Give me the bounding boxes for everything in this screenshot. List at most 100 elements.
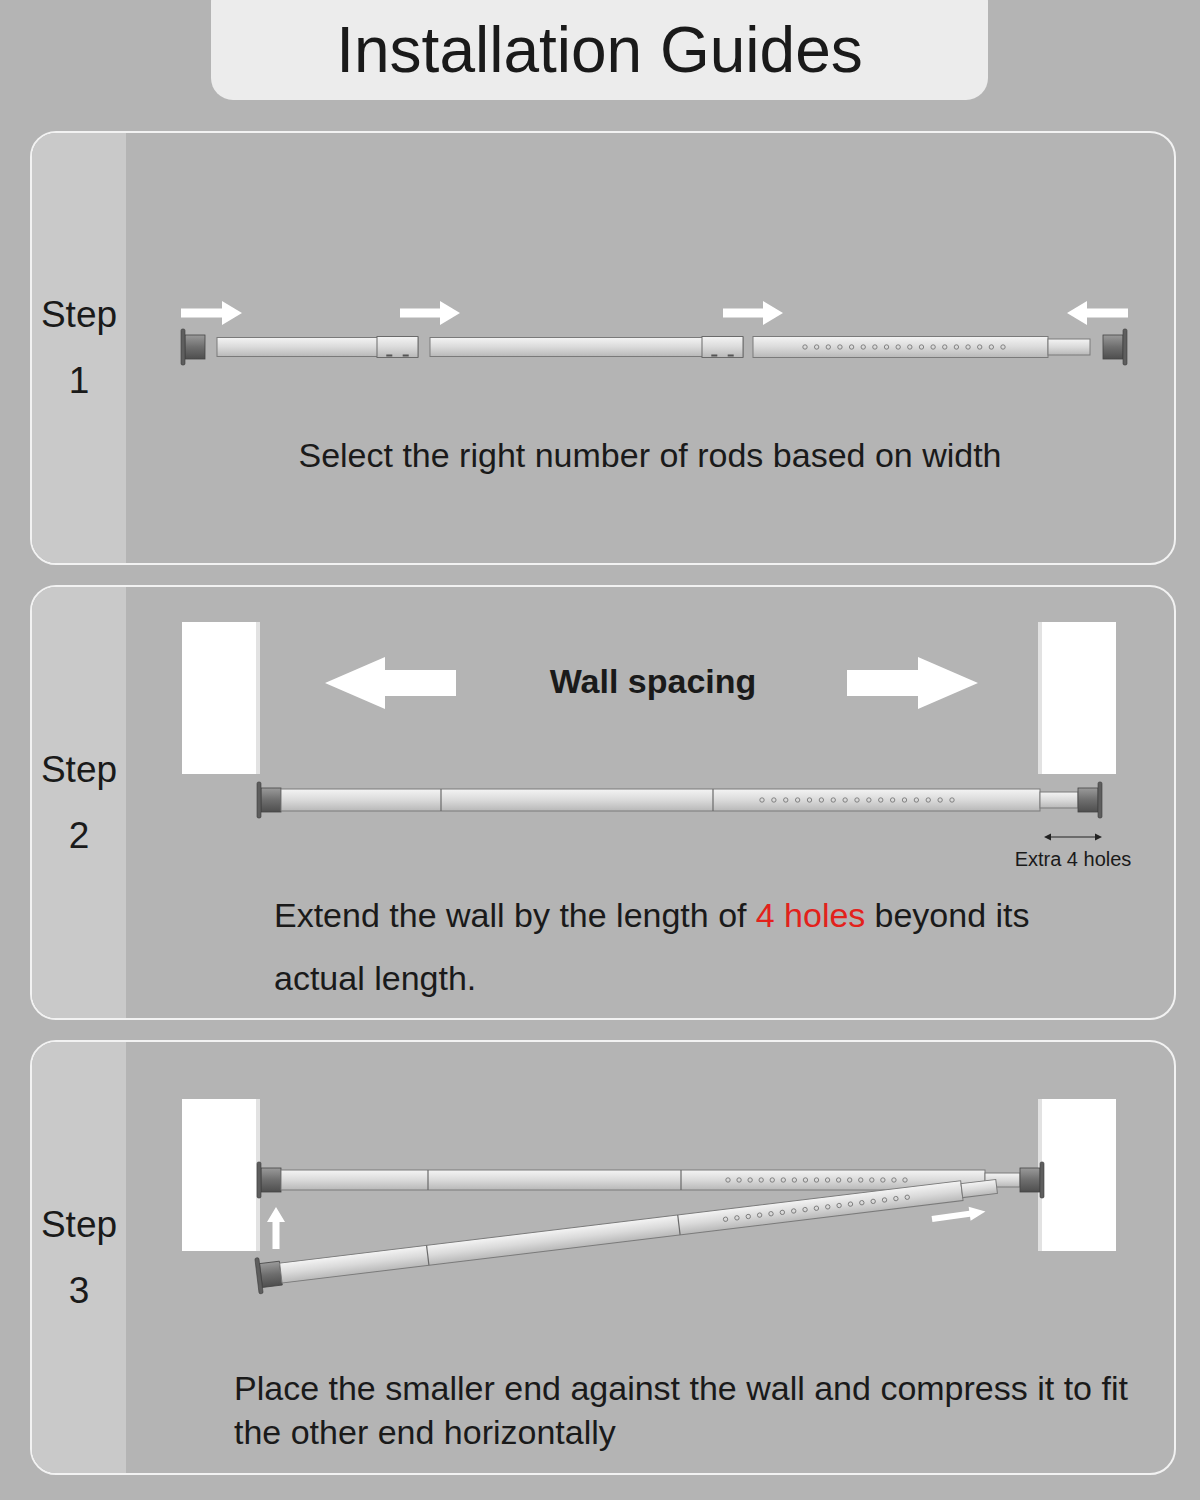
adjust-hole	[892, 1178, 896, 1182]
adjust-hole	[989, 345, 993, 349]
adjust-hole	[908, 345, 912, 349]
end-cap-plate	[1098, 782, 1102, 818]
rod-tube	[217, 338, 418, 357]
adjust-hole	[734, 1215, 739, 1220]
rod-joint	[427, 1170, 428, 1190]
sleeve-mark	[403, 355, 409, 357]
adjust-hole	[926, 798, 930, 802]
adjust-hole	[803, 1207, 808, 1212]
wall	[1038, 622, 1116, 774]
adjust-hole	[859, 1178, 863, 1182]
tilted-rod	[255, 1169, 999, 1294]
adjust-hole	[723, 1217, 728, 1222]
instruction-text: Extend the wall by the length of	[274, 896, 747, 934]
step-number: Step 3	[34, 1192, 124, 1324]
adjust-hole	[966, 345, 970, 349]
rod-joint	[678, 1215, 680, 1235]
wall	[182, 1099, 260, 1251]
step-panel: Step 3 Place the smaller end against the …	[30, 1040, 1176, 1475]
adjust-hole	[825, 1204, 830, 1209]
adjust-hole	[896, 345, 900, 349]
instruction-text: Select the right number of rods based on…	[298, 436, 1001, 474]
rod-tube	[1040, 792, 1078, 808]
adjust-hole	[836, 1178, 840, 1182]
push-arrow	[931, 1205, 986, 1226]
step-instruction: Place the smaller end against the wall a…	[234, 1366, 1134, 1454]
step-strip: Step 1	[32, 133, 126, 563]
step-strip: Step 3	[32, 1042, 126, 1473]
adjust-hole	[781, 1178, 785, 1182]
instruction-text: Place the smaller end against the wall a…	[234, 1369, 1128, 1451]
dimension-label: Extra 4 holes	[1015, 848, 1132, 871]
adjust-hole	[769, 1211, 774, 1216]
step-instruction: Select the right number of rods based on…	[126, 433, 1174, 477]
end-cap	[260, 1261, 283, 1287]
adjust-hole	[848, 1202, 853, 1207]
adjust-hole	[780, 1210, 785, 1215]
adjust-hole	[784, 798, 788, 802]
direction-arrow	[400, 301, 460, 325]
end-cap-plate	[181, 329, 185, 365]
end-cap-plate	[255, 1258, 263, 1294]
adjust-hole	[870, 1178, 874, 1182]
adjust-hole	[893, 1196, 898, 1201]
end-cap	[1020, 1168, 1040, 1192]
adjust-hole	[838, 345, 842, 349]
rod-joint	[712, 789, 713, 811]
adjust-hole	[882, 1198, 887, 1203]
direction-arrow	[723, 301, 783, 325]
sleeve-mark	[728, 355, 734, 357]
adjust-hole	[861, 345, 865, 349]
step-strip: Step 2	[32, 587, 126, 1018]
adjust-hole	[873, 345, 877, 349]
adjust-hole	[772, 798, 776, 802]
rod-sleeve	[377, 337, 418, 358]
rod-joint	[427, 1245, 429, 1265]
adjust-hole	[849, 345, 853, 349]
adjust-hole	[931, 345, 935, 349]
end-cap-plate	[257, 1162, 261, 1198]
adjust-hole	[943, 345, 947, 349]
adjust-hole	[826, 345, 830, 349]
adjust-hole	[791, 1209, 796, 1214]
adjust-hole	[879, 798, 883, 802]
rod-sleeve	[702, 337, 743, 358]
rod-tube	[281, 789, 1040, 811]
wall	[1038, 1099, 1116, 1251]
extension-dimension	[1044, 834, 1102, 841]
adjust-hole	[814, 345, 818, 349]
adjust-hole	[792, 1178, 796, 1182]
end-cap	[261, 1168, 281, 1192]
adjust-hole	[831, 798, 835, 802]
adjust-hole	[847, 1178, 851, 1182]
end-cap-plate	[257, 782, 261, 818]
rod-tube	[280, 1181, 963, 1283]
step-number: Step 2	[34, 737, 124, 869]
end-cap-plate	[1123, 329, 1127, 365]
adjust-hole	[914, 798, 918, 802]
rod-tube	[1048, 339, 1090, 355]
adjust-hole	[903, 1178, 907, 1182]
adjust-hole	[770, 1178, 774, 1182]
adjust-hole	[759, 1178, 763, 1182]
adjust-hole	[737, 1178, 741, 1182]
adjust-hole	[803, 345, 807, 349]
wall-edge	[256, 622, 260, 774]
adjust-hole	[814, 1178, 818, 1182]
wall	[182, 622, 260, 774]
end-cap	[1103, 335, 1123, 359]
wall-edge	[256, 1099, 260, 1251]
adjust-hole	[902, 798, 906, 802]
adjust-hole	[890, 798, 894, 802]
title: Installation Guides	[211, 0, 988, 100]
adjust-hole	[871, 1199, 876, 1204]
step-panel: Step 1 Select the right number of rods ba…	[30, 131, 1176, 565]
step-number: Step 1	[34, 282, 124, 414]
adjust-hole	[1001, 345, 1005, 349]
adjust-hole	[814, 1206, 819, 1211]
end-cap	[1078, 788, 1098, 812]
rod-tube	[753, 337, 1048, 358]
adjust-hole	[837, 1203, 842, 1208]
push-arrow	[267, 1207, 285, 1249]
